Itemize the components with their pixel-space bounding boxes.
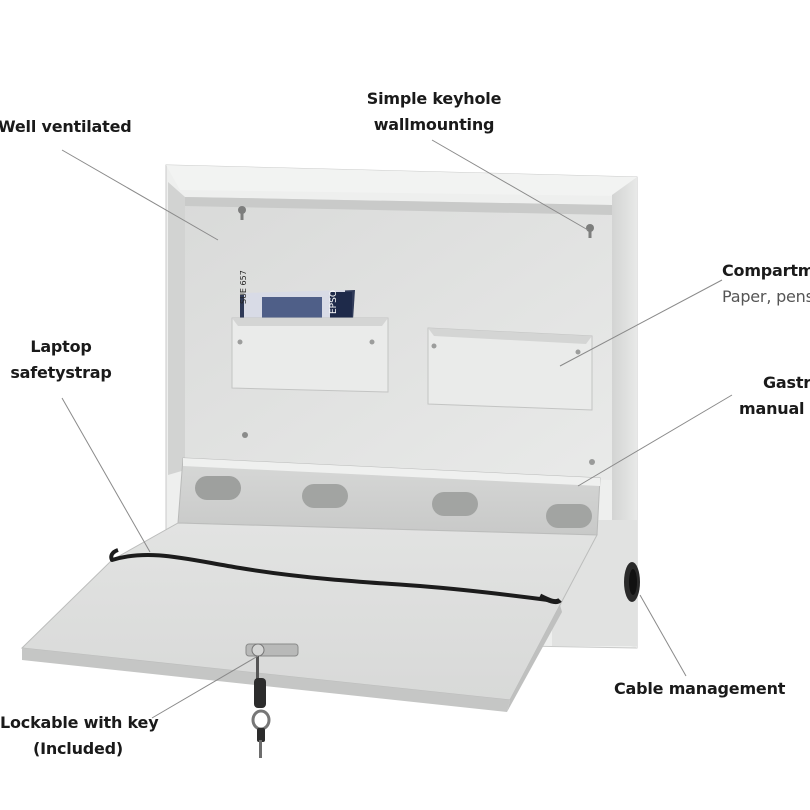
label-gas-line2: manual c — [739, 399, 810, 418]
screw-hole — [242, 432, 248, 438]
label-lock-line2: (Included) — [32, 739, 124, 758]
label-strap-line2: safetystrap — [10, 363, 112, 382]
lock-icon — [245, 643, 299, 657]
front-vent-panel — [177, 457, 601, 536]
label-ventilated-text: Well ventilated — [0, 117, 132, 136]
vent-slot — [546, 504, 592, 528]
label-keyhole-line2: wallmounting — [373, 115, 495, 134]
compartment-right — [427, 327, 593, 411]
vent-slot — [302, 484, 348, 508]
laptop-strap — [109, 548, 562, 605]
desk-flap — [20, 522, 598, 712]
label-compartment: Compartm Paper, pens — [722, 258, 810, 310]
label-lock-line1: Lockable with key — [0, 713, 159, 732]
label-keyhole: Simple keyhole wallmounting — [364, 86, 504, 138]
label-gas-strut: Gastr manual c — [739, 370, 810, 422]
magazine-text: EPSO — [329, 290, 339, 314]
cable-grommet — [624, 562, 640, 602]
label-compartment-title: Compartm — [722, 261, 810, 280]
vent-slot — [432, 492, 478, 516]
magazine-text: SUE 657 — [239, 270, 248, 304]
screw-hole — [589, 459, 595, 465]
label-strap: Laptop safetystrap — [2, 334, 120, 386]
label-strap-line1: Laptop — [30, 337, 92, 356]
label-lock: Lockable with key (Included) — [0, 710, 159, 762]
vent-slot — [195, 476, 241, 500]
label-cable-text: Cable management — [614, 679, 786, 698]
key-icon — [251, 656, 271, 758]
label-ventilated: Well ventilated — [0, 114, 132, 140]
compartment-left — [231, 317, 389, 393]
keyhole-left-icon — [238, 206, 246, 220]
label-cable: Cable management — [614, 676, 785, 702]
label-keyhole-line1: Simple keyhole — [366, 89, 502, 108]
leader-lines — [61, 139, 733, 719]
label-gas-line1: Gastr — [763, 373, 810, 392]
label-compartment-sub: Paper, pens — [722, 287, 810, 306]
